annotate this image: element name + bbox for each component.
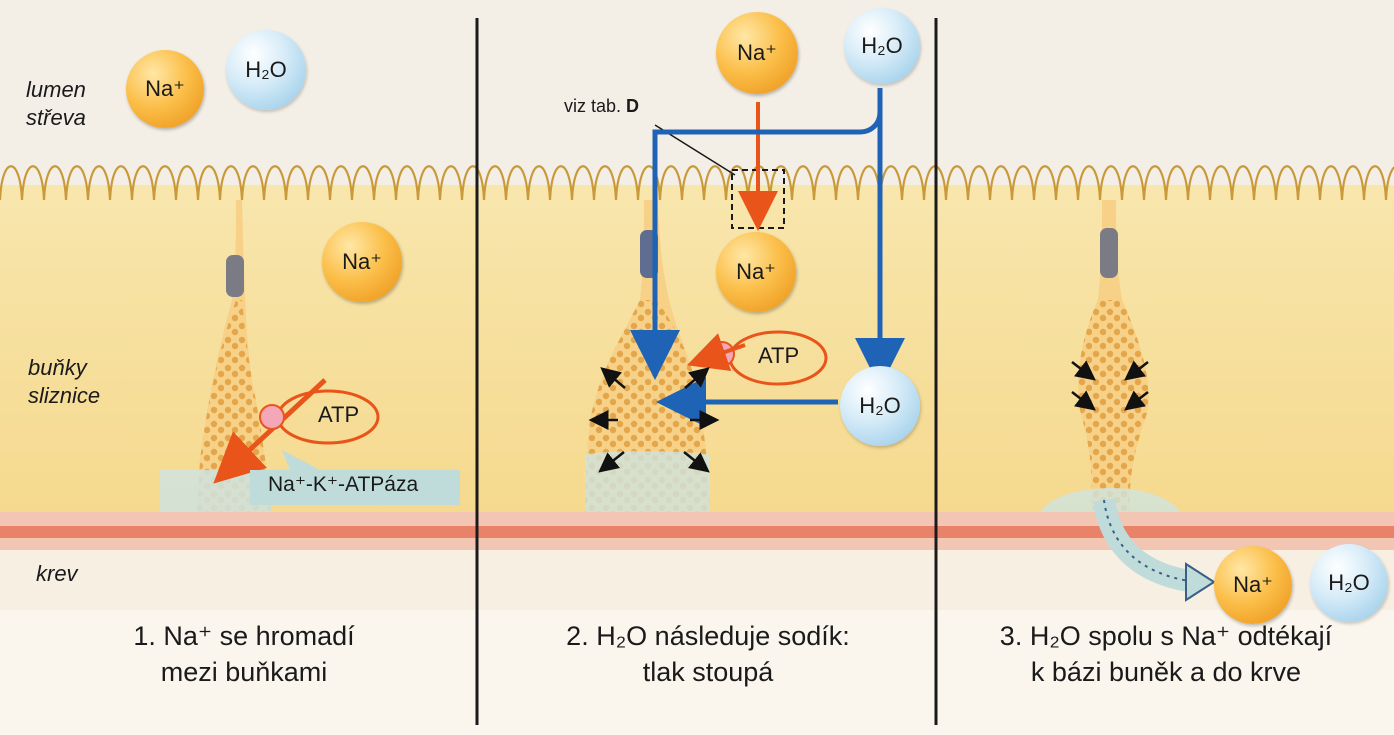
lumen-label: lumen střeva [26, 76, 86, 132]
lumen-label-line2: střeva [26, 104, 86, 132]
blood-label: krev [36, 560, 78, 588]
water-molecule: H₂O [840, 366, 920, 446]
sodium-ion: Na⁺ [126, 50, 204, 128]
sodium-ion: Na⁺ [716, 232, 796, 312]
reference-prefix: viz tab. [564, 96, 621, 116]
water-molecule: H₂O [226, 30, 306, 110]
pump-label: Na⁺-K⁺-ATPáza [268, 472, 418, 497]
reference-letter: D [626, 96, 639, 116]
caption-panel-3: 3. H₂O spolu s Na⁺ odtékají k bázi buněk… [946, 618, 1386, 690]
sodium-ion: Na⁺ [322, 222, 402, 302]
sodium-ion: Na⁺ [1214, 546, 1292, 624]
water-molecule: H₂O [844, 8, 920, 84]
caption-2-line1: 2. H₂O následuje sodík: [488, 618, 928, 654]
sodium-ion: Na⁺ [716, 12, 798, 94]
atp-label: ATP [758, 343, 799, 369]
atp-burst-icon [260, 405, 284, 429]
blood-vessel-wall [0, 526, 1394, 538]
mucosa-cells-label: buňky sliznice [28, 354, 100, 410]
caption-1-line2: mezi buňkami [24, 654, 464, 690]
caption-panel-2: 2. H₂O následuje sodík: tlak stoupá [488, 618, 928, 690]
caption-1-line1: 1. Na⁺ se hromadí [24, 618, 464, 654]
lumen-label-line1: lumen [26, 76, 86, 104]
atp-label: ATP [318, 402, 359, 428]
cells-label-line1: buňky [28, 354, 100, 382]
cells-label-line2: sliznice [28, 382, 100, 410]
caption-panel-1: 1. Na⁺ se hromadí mezi buňkami [24, 618, 464, 690]
water-molecule: H₂O [1310, 544, 1388, 622]
caption-3-line1: 3. H₂O spolu s Na⁺ odtékají [946, 618, 1386, 654]
caption-3-line2: k bázi buněk a do krve [946, 654, 1386, 690]
caption-2-line2: tlak stoupá [488, 654, 928, 690]
reference-note: viz tab. D [564, 96, 639, 117]
